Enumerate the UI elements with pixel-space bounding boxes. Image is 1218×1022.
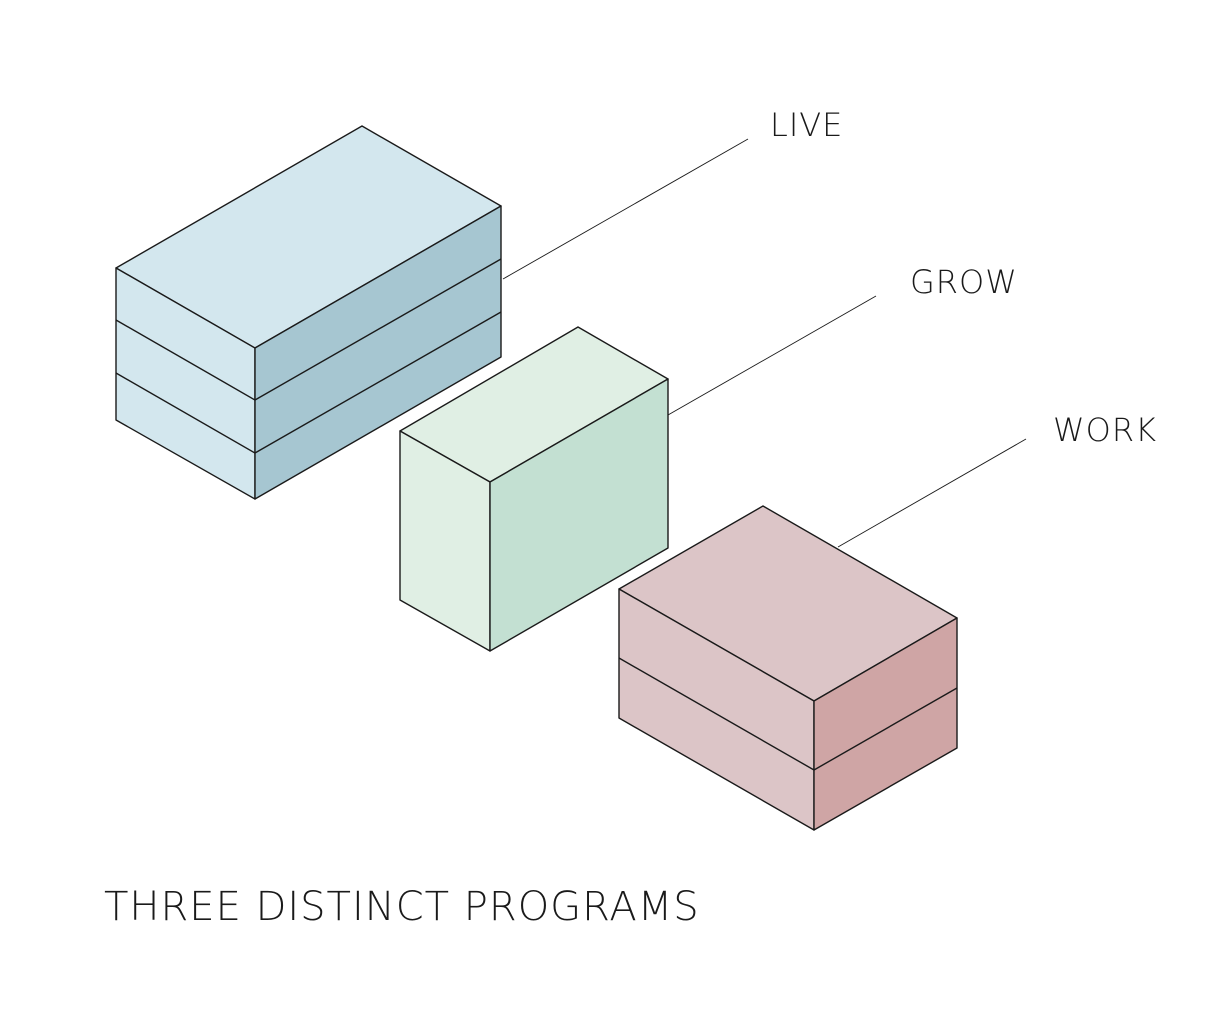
work-floor-line-right	[813, 687, 958, 771]
live-label: LIVE	[770, 106, 843, 144]
diagram-title: THREE DISTINCT PROGRAMS	[104, 884, 700, 930]
grow-right-face	[489, 378, 669, 652]
grow-block: GROW	[399, 263, 1018, 652]
grow-leader-line	[667, 295, 877, 416]
live-floor-line-1-left	[115, 319, 256, 401]
grow-label: GROW	[910, 263, 1018, 301]
work-leader-line	[837, 438, 1027, 548]
live-leader-line	[502, 138, 749, 280]
work-label: WORK	[1053, 411, 1157, 449]
live-right-face	[254, 205, 502, 500]
live-floor-line-1-right	[254, 258, 502, 401]
live-floor-line-2-left	[115, 372, 256, 454]
work-right-face	[813, 617, 958, 831]
live-floor-line-2-right	[254, 311, 502, 454]
live-block: LIVE	[115, 106, 843, 500]
work-floor-line-left	[618, 657, 815, 771]
work-block: WORK	[618, 411, 1157, 831]
